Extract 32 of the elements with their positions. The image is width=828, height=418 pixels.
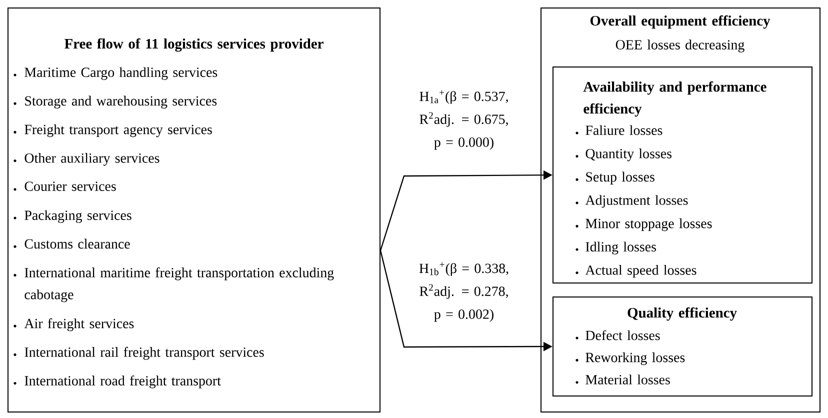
list-item: Air freight services bbox=[14, 318, 134, 332]
subtitle: OEE losses decreasing bbox=[616, 40, 744, 52]
list-item: Storage and warehousing services bbox=[14, 96, 217, 108]
content-box bbox=[8, 8, 380, 412]
list-item: Material losses bbox=[576, 374, 670, 384]
list-item: International maritime freight transportation excluding cabotage bbox=[14, 267, 334, 302]
list-item: Packaging services bbox=[14, 210, 132, 223]
list-item: Quantity losses bbox=[576, 148, 672, 162]
list-item: Freight transport agency services bbox=[14, 124, 212, 138]
box-heading: Quality efficiency bbox=[628, 307, 737, 321]
list-item: Minor stoppage losses bbox=[576, 218, 712, 232]
edge-label: H$_{1b}$$^{+}$(β = 0.338, R$^{2}$adj. = 0.278, p = 0.002) bbox=[419, 262, 508, 322]
list-item: Courier services bbox=[14, 182, 116, 191]
list-item: Setup losses bbox=[576, 172, 654, 184]
content-box bbox=[552, 66, 812, 284]
list-item: Idling losses bbox=[576, 242, 656, 254]
list-item: International rail freight transport services bbox=[14, 346, 264, 360]
list-item: International road freight transport bbox=[14, 376, 221, 388]
list-item: Reworking losses bbox=[576, 352, 685, 366]
list-item: Adjustment losses bbox=[576, 195, 688, 208]
box-heading: Overall equipment efficiency bbox=[590, 15, 770, 29]
box-heading: Free flow of 11 logistics services provider bbox=[64, 38, 324, 52]
box-heading: Availability and performance efficiency bbox=[583, 81, 766, 117]
list-item: Other auxiliary services bbox=[14, 153, 160, 166]
list-item: Customs clearance bbox=[14, 238, 130, 249]
list-item: Maritime Cargo handling services bbox=[14, 67, 218, 80]
edge-label: H$_{1a}$$^{+}$(β = 0.537, R$^{2}$adj. = 0.675, p = 0.000) bbox=[420, 90, 508, 150]
list-item: Faliure losses bbox=[576, 125, 662, 136]
list-item: Actual speed losses bbox=[576, 265, 696, 278]
content-box bbox=[540, 8, 820, 412]
content-box bbox=[552, 296, 812, 396]
list-item: Defect losses bbox=[576, 330, 660, 340]
